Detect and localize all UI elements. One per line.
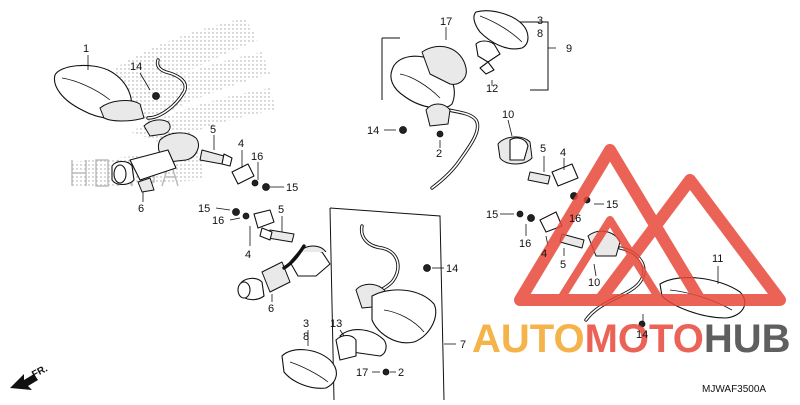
callout-1: 1 [83, 43, 89, 55]
callout-14: 14 [446, 263, 458, 275]
callout-13: 13 [330, 318, 342, 330]
callout-14: 14 [367, 125, 379, 137]
callouts-top-left: 1 14 5 4 16 15 6 [83, 43, 298, 215]
callout-2: 2 [436, 148, 442, 160]
callout-6: 6 [268, 303, 274, 315]
callouts-lower-group: 14 3 8 13 7 17 2 [303, 263, 466, 379]
callout-7: 7 [460, 339, 466, 351]
callout-17: 17 [356, 367, 368, 379]
callout-14: 14 [130, 61, 142, 73]
callout-5: 5 [540, 143, 546, 155]
bulb-socket-set-1 [199, 149, 270, 191]
arrow-icon [10, 374, 38, 390]
signal-stay-left [111, 132, 199, 193]
callout-14: 14 [636, 329, 648, 341]
callout-5: 5 [278, 204, 284, 216]
callout-3: 3 [303, 318, 309, 330]
callout-15: 15 [198, 203, 210, 215]
callout-15: 15 [606, 199, 618, 211]
callout-16b: 16 [519, 238, 531, 250]
front-direction-arrow: FR. [10, 363, 50, 390]
callout-8: 8 [537, 28, 543, 40]
front-left-signal [53, 58, 187, 137]
callout-10b: 10 [588, 277, 600, 289]
callout-16: 16 [569, 213, 581, 225]
callouts-upper-group: 17 3 8 9 12 14 2 [367, 15, 572, 160]
watermark-moto: MOTO [585, 317, 704, 361]
upper-lens-group [381, 10, 556, 190]
callouts-right: 10 5 4 15 16 15 16 4 5 10 11 14 [486, 109, 723, 341]
callout-16: 16 [212, 215, 224, 227]
callout-16: 16 [251, 151, 263, 163]
callout-6: 6 [138, 203, 144, 215]
callout-15b: 15 [486, 209, 498, 221]
callout-5: 5 [210, 124, 216, 136]
watermark: AUTOMOTOHUB [472, 144, 791, 361]
direction-label: FR. [30, 363, 50, 380]
callout-10: 10 [502, 109, 514, 121]
callout-4: 4 [238, 138, 244, 150]
rear-left-signal [237, 244, 331, 301]
callout-5b: 5 [560, 259, 566, 271]
callout-4: 4 [560, 147, 566, 159]
callout-12: 12 [486, 83, 498, 95]
svg-text:AUTOMOTOHUB: AUTOMOTOHUB [472, 317, 791, 361]
callout-3: 3 [537, 15, 543, 27]
callout-2: 2 [398, 367, 404, 379]
callout-4: 4 [245, 249, 251, 261]
watermark-hub: HUB [704, 317, 791, 361]
callout-9: 9 [566, 43, 572, 55]
callout-4b: 4 [541, 248, 547, 260]
callout-8: 8 [303, 331, 309, 343]
callouts-bottom-left: 15 16 4 5 6 [198, 203, 284, 315]
bulb-socket-set-2 [232, 208, 295, 243]
callout-11: 11 [712, 253, 723, 265]
watermark-auto: AUTO [472, 317, 585, 361]
callout-17: 17 [440, 16, 452, 28]
callout-15: 15 [286, 182, 298, 194]
diagram-code: MJWAF3500A [702, 384, 766, 395]
lower-lens-group [281, 207, 456, 401]
